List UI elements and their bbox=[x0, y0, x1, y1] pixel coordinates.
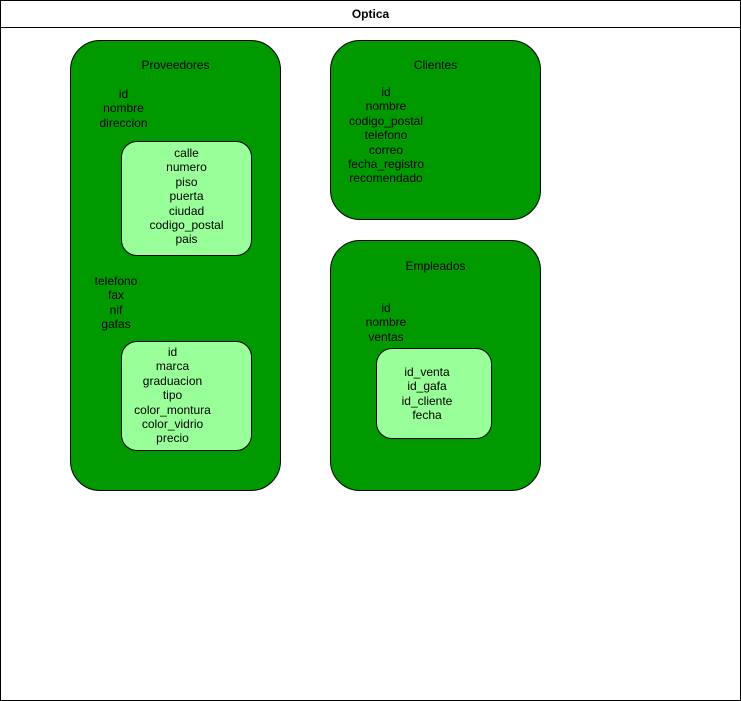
field: fax bbox=[107, 288, 124, 303]
field: puerta bbox=[169, 189, 204, 204]
field: piso bbox=[175, 174, 198, 189]
empleados-title: Empleados bbox=[405, 259, 466, 273]
field: id bbox=[167, 345, 178, 359]
field: ventas bbox=[368, 329, 404, 344]
field: correo bbox=[368, 142, 403, 157]
direccion-subentity: calle numero piso puerta ciudad codigo_p… bbox=[121, 141, 252, 256]
field: marca bbox=[155, 359, 190, 374]
field: telefono bbox=[364, 128, 408, 143]
field: ciudad bbox=[168, 203, 205, 218]
empleados-fields: id nombre ventas bbox=[361, 301, 411, 344]
proveedores-entity: Proveedores id nombre direccion calle nu… bbox=[70, 40, 281, 491]
proveedores-title: Proveedores bbox=[141, 58, 210, 72]
field: tipo bbox=[162, 388, 183, 403]
field: codigo_postal bbox=[149, 218, 224, 233]
field: id bbox=[381, 301, 391, 315]
field: recomendado bbox=[349, 171, 423, 186]
field: pais bbox=[175, 232, 198, 247]
field: id_venta bbox=[404, 365, 450, 379]
field: codigo_postal bbox=[348, 113, 424, 128]
field: color_vidrio bbox=[141, 417, 204, 432]
gafas-subentity: id marca graduacion tipo color_montura c… bbox=[121, 341, 252, 451]
diagram-title: Optica bbox=[1, 1, 740, 28]
proveedores-fields: id nombre direccion bbox=[96, 87, 151, 130]
field: numero bbox=[166, 160, 207, 175]
field: graduacion bbox=[142, 373, 203, 388]
ventas-subentity: id_venta id_gafa id_cliente fecha bbox=[376, 348, 492, 439]
clientes-title: Clientes bbox=[413, 58, 458, 72]
field: calle bbox=[174, 146, 199, 160]
field: telefono bbox=[94, 274, 138, 288]
field: gafas bbox=[101, 317, 131, 332]
field: nombre bbox=[365, 315, 407, 330]
field: fecha bbox=[412, 408, 442, 423]
field: id_gafa bbox=[407, 379, 447, 394]
proveedores-fields-2: telefono fax nif gafas bbox=[91, 274, 141, 332]
field: nombre bbox=[365, 99, 407, 114]
field: nif bbox=[109, 302, 123, 317]
field: precio bbox=[156, 431, 189, 446]
field: id bbox=[381, 85, 391, 99]
field: nombre bbox=[103, 101, 144, 116]
field: id_cliente bbox=[401, 393, 453, 408]
clientes-entity: Clientes id nombre codigo_postal telefon… bbox=[330, 40, 541, 220]
field: fecha_registro bbox=[347, 157, 425, 172]
field: color_montura bbox=[134, 402, 211, 417]
clientes-fields: id nombre codigo_postal telefono correo … bbox=[341, 85, 431, 186]
field: id bbox=[118, 87, 129, 101]
field: direccion bbox=[99, 115, 148, 130]
empleados-entity: Empleados id nombre ventas id_venta id_g… bbox=[330, 240, 541, 491]
